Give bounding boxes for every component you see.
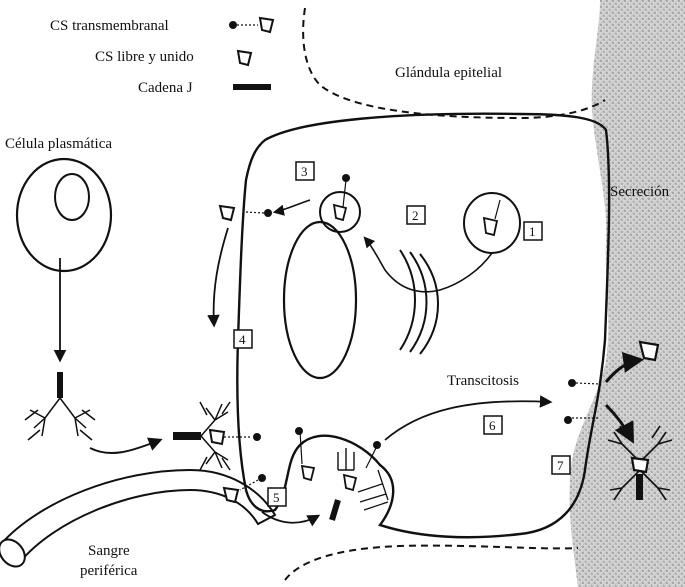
j-chain-icon [233,84,271,90]
transmembrane-sc-icon [229,18,273,32]
svg-text:7: 7 [557,458,564,473]
legend-transmembrane-label: CS transmembranal [50,18,169,34]
step-box-4: 4 [234,330,252,348]
free-bound-sc-icon [238,51,251,65]
svg-text:2: 2 [412,208,419,223]
golgi-apparatus [400,250,438,354]
svg-text:3: 3 [301,164,308,179]
legend-j-chain-label: Cadena J [138,80,193,96]
plasma-cell-label: Célula plasmática [5,136,112,152]
step-box-7: 7 [552,456,570,474]
blood-vessel [0,470,275,572]
step-box-1: 1 [524,222,542,240]
svg-text:6: 6 [489,418,496,433]
step-box-5: 5 [268,488,286,506]
step-box-3: 3 [296,162,314,180]
step-box-2: 2 [407,206,425,224]
blood-to-cell-arrow [90,440,160,453]
pigr-iga-complex-basal [173,402,261,470]
legend: CS transmembranal CS libre y unido Caden… [50,18,273,96]
gland-boundary-top [303,8,605,118]
svg-text:1: 1 [529,224,536,239]
step-box-6: 6 [484,416,502,434]
epithelial-nucleus [284,222,356,378]
legend-free-bound-label: CS libre y unido [95,49,194,65]
epithelial-gland-label: Glándula epitelial [395,65,502,81]
plasma-cell [17,159,111,398]
transcytosis-label: Transcitosis [447,373,519,389]
svg-text:4: 4 [239,332,246,347]
peripheral-blood-label-line1: Sangre [88,543,130,559]
peripheral-blood-label-line2: periférica [80,563,138,579]
secretion-lumen-area [570,0,685,587]
transcytosis-arrow [385,401,550,440]
vesicle-step3 [275,174,360,232]
dimeric-iga-blood [25,398,95,440]
endosome-contents [296,428,389,521]
vesicle-step1 [365,193,520,292]
gland-boundary-bottom [285,546,578,580]
svg-text:5: 5 [273,490,280,505]
secretion-label: Secreción [610,184,670,200]
